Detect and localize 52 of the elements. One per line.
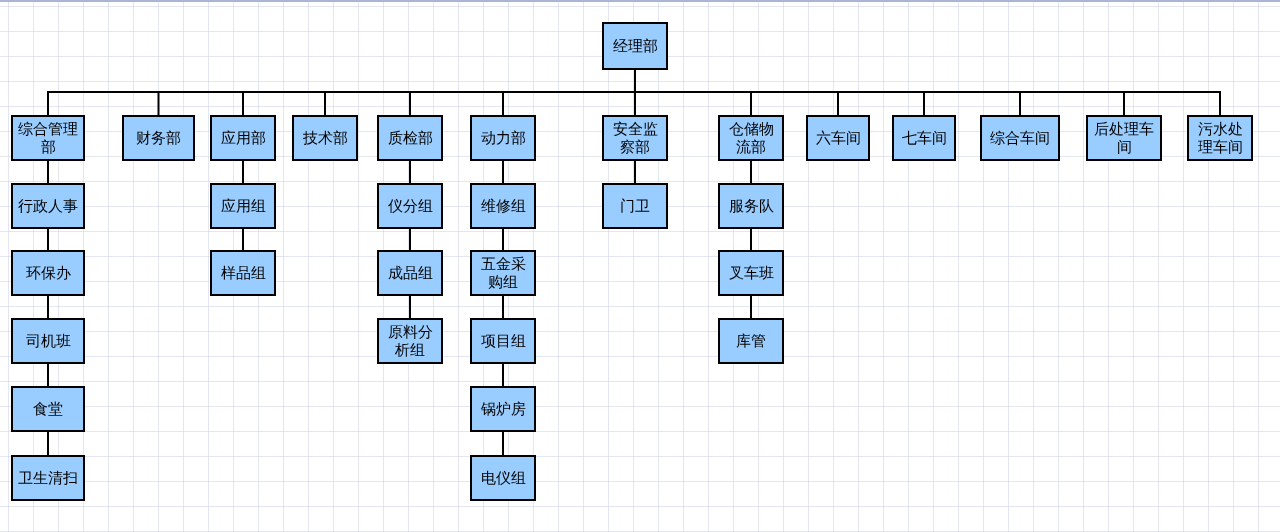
org-unit-box: 门卫 (602, 183, 668, 229)
org-unit-box: 行政人事 (11, 183, 85, 229)
org-unit-box: 仪分组 (377, 183, 443, 229)
org-unit-box: 环保办 (11, 250, 85, 296)
connector-line (502, 228, 504, 251)
org-unit-box: 维修组 (470, 183, 536, 229)
connector-line (47, 228, 49, 251)
org-unit-box: 司机班 (11, 318, 85, 364)
org-unit-box: 五金采购组 (470, 250, 536, 296)
connector-line (502, 160, 504, 184)
org-unit-box: 服务队 (718, 183, 784, 229)
org-unit-box: 电仪组 (470, 455, 536, 501)
org-unit-box: 应用部 (210, 115, 276, 161)
org-unit-box: 质检部 (377, 115, 443, 161)
connector-line (47, 431, 49, 456)
org-unit-box: 综合管理部 (11, 115, 85, 161)
org-unit-box: 应用组 (210, 183, 276, 229)
org-unit-box: 食堂 (11, 386, 85, 432)
org-unit-box: 六车间 (806, 115, 870, 161)
connector-line (47, 295, 49, 319)
org-unit-box: 综合车间 (980, 115, 1060, 161)
org-unit-box: 叉车班 (718, 250, 784, 296)
connector-line (409, 160, 411, 184)
connector-line (409, 295, 411, 319)
connector-line (634, 160, 636, 184)
org-unit-box: 七车间 (892, 115, 956, 161)
org-unit-box: 仓储物流部 (718, 115, 784, 161)
org-unit-box: 卫生清扫 (11, 455, 85, 501)
org-unit-box: 库管 (718, 318, 784, 364)
org-unit-box: 污水处理车间 (1187, 115, 1253, 161)
org-unit-box: 动力部 (470, 115, 536, 161)
org-unit-box: 样品组 (210, 250, 276, 296)
connector-line (750, 295, 752, 319)
connector-line (750, 160, 752, 184)
connector-line (502, 431, 504, 456)
org-unit-box: 安全监察部 (602, 115, 668, 161)
org-unit-box: 成品组 (377, 250, 443, 296)
connector-line (502, 295, 504, 319)
org-unit-box: 技术部 (292, 115, 358, 161)
connector-line (750, 228, 752, 251)
connector-line (502, 363, 504, 387)
org-unit-box: 原料分析组 (377, 318, 443, 364)
org-unit-box: 项目组 (470, 318, 536, 364)
org-unit-box: 锅炉房 (470, 386, 536, 432)
org-unit-box: 财务部 (122, 115, 195, 161)
connector-line (242, 160, 244, 184)
connector-line (47, 363, 49, 387)
connector-line (47, 160, 49, 184)
org-unit-box: 后处理车间 (1086, 115, 1162, 161)
connector-line (242, 228, 244, 251)
org-unit-box: 经理部 (602, 22, 668, 70)
connector-line (409, 228, 411, 251)
